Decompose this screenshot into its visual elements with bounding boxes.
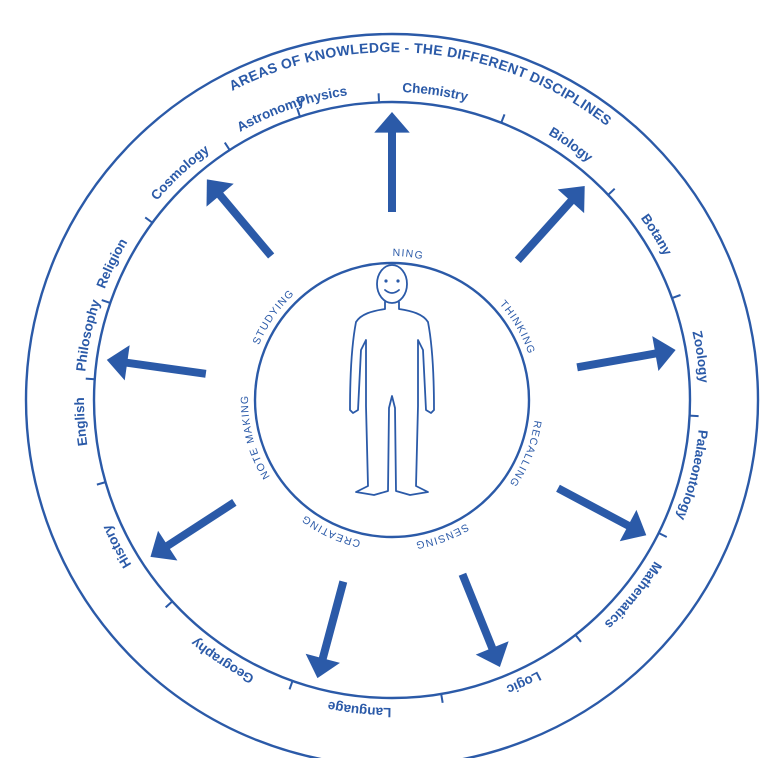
discipline-religion: Religion — [93, 236, 130, 291]
discipline-chemistry: Chemistry — [402, 80, 470, 104]
ring-tick-13 — [145, 217, 152, 222]
ring-tick-9 — [166, 601, 173, 607]
figure-body — [350, 302, 434, 495]
arrow-5 — [306, 582, 344, 679]
discipline-language: Language — [326, 699, 392, 721]
arrow-8 — [207, 179, 272, 256]
discipline-history: History — [98, 522, 133, 571]
ring-tick-7 — [441, 694, 442, 703]
ring-tick-8 — [290, 681, 293, 689]
activity-studying: STUDYING — [250, 287, 297, 346]
ring-tick-6 — [575, 635, 581, 642]
ring-tick-5 — [659, 533, 667, 537]
arrow-2 — [577, 336, 675, 371]
discipline-philosophy: Philosophy — [73, 297, 103, 372]
activity-labels: LEARNINGTHINKINGRECALLINGSENSINGCREATING… — [0, 0, 544, 551]
figure-head — [377, 265, 407, 303]
discipline-cosmology: Cosmology — [148, 141, 212, 202]
arrow-7 — [107, 345, 206, 380]
arrow-4 — [462, 574, 508, 667]
ring-tick-2 — [608, 189, 615, 195]
arrow-1 — [518, 186, 585, 260]
figure-eye-left — [384, 279, 387, 282]
arrow-6 — [150, 502, 234, 560]
discipline-botany: Botany — [638, 211, 675, 258]
arrow-0 — [374, 112, 410, 212]
ring-tick-11 — [86, 379, 95, 380]
ring-tick-12 — [102, 300, 111, 303]
ring-tick-1 — [501, 114, 504, 122]
discipline-english: English — [72, 397, 90, 447]
discipline-zoology: Zoology — [690, 329, 712, 384]
discipline-biology: Biology — [547, 124, 597, 165]
activity-learning: LEARNING — [0, 0, 425, 262]
arrows — [107, 112, 676, 678]
figure-eye-right — [396, 279, 399, 282]
inner-ring — [255, 263, 529, 537]
person-figure — [350, 265, 434, 495]
ring-tick-10 — [97, 482, 106, 484]
ring-tick-14 — [225, 143, 230, 151]
discipline-mathematics: Mathematics — [602, 559, 665, 632]
ring-tick-3 — [672, 295, 680, 298]
figure-smile — [385, 290, 399, 293]
activity-sensing: SENSING — [414, 521, 471, 551]
arrow-3 — [558, 488, 646, 541]
